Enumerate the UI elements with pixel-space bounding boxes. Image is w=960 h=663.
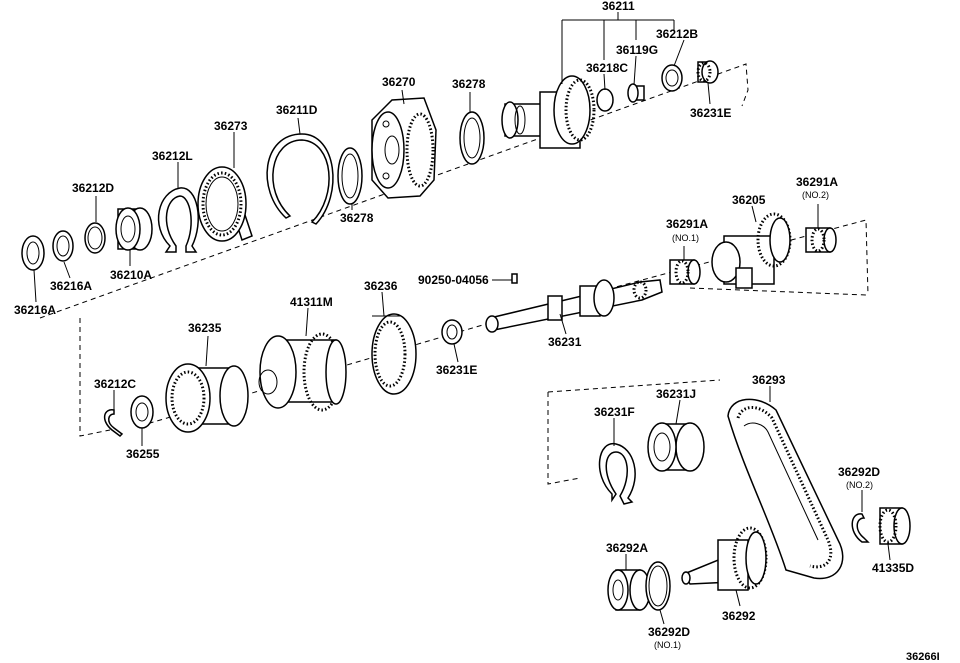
part-41335D-bearing[interactable] [878, 507, 911, 545]
label-41335D[interactable]: 41335D [872, 561, 914, 575]
label-36236[interactable]: 36236 [364, 279, 398, 293]
part-36278-thrust-washer-top[interactable] [459, 111, 485, 165]
label-36292D-no2[interactable]: 36292D [838, 465, 880, 479]
label-36212D[interactable]: 36212D [72, 181, 114, 195]
part-36205-drive-sprocket[interactable] [711, 212, 792, 289]
label-36273[interactable]: 36273 [214, 119, 248, 133]
part-36212B-ring[interactable] [661, 64, 683, 92]
label-36119G[interactable]: 36119G [616, 43, 658, 57]
label-36292[interactable]: 36292 [722, 609, 756, 623]
sublabel-36291A-no2: (NO.2) [802, 190, 829, 200]
part-36273-ring-gear[interactable] [197, 166, 253, 242]
part-36278-thrust-washer-bottom[interactable] [337, 147, 363, 205]
label-36231E-mid[interactable]: 36231E [436, 363, 477, 377]
part-36210A-bearing[interactable] [115, 207, 153, 251]
label-36292A[interactable]: 36292A [606, 541, 648, 555]
label-36216A-a[interactable]: 36216A [50, 279, 92, 293]
part-36292A-bearing[interactable] [607, 569, 651, 611]
part-36216A-washer-a[interactable] [21, 235, 45, 271]
part-36291A-no2-needle-bearing[interactable] [805, 227, 837, 253]
part-36231E-needle-bearing-top[interactable] [696, 60, 719, 84]
label-36231J[interactable]: 36231J [656, 387, 696, 401]
part-36293-drive-chain[interactable] [727, 398, 844, 580]
label-36211D[interactable]: 36211D [276, 103, 318, 117]
part-36231F-snap-ring[interactable] [598, 443, 636, 505]
label-36292D-no1[interactable]: 36292D [648, 625, 690, 639]
label-36218C[interactable]: 36218C [586, 61, 628, 75]
diagram-ref-code: 36266I [906, 651, 940, 663]
label-36212L[interactable]: 36212L [152, 149, 193, 163]
part-36119G-bushing[interactable] [627, 83, 645, 103]
part-36292D-no1-snap-ring[interactable] [645, 561, 671, 611]
part-36292D-no2-snap-ring[interactable] [851, 513, 870, 543]
label-36205[interactable]: 36205 [732, 193, 766, 207]
part-36255-ring[interactable] [130, 395, 154, 429]
part-36291A-no1-needle-bearing[interactable] [669, 259, 701, 285]
sublabel-36291A-no1: (NO.1) [672, 233, 699, 243]
part-36212C-snap-ring[interactable] [103, 409, 124, 437]
label-36231[interactable]: 36231 [548, 335, 582, 349]
label-36255[interactable]: 36255 [126, 447, 160, 461]
part-labels: 36211 36212B 36119G 36218C 36231E 36270 … [14, 0, 940, 663]
label-36216A-b[interactable]: 36216A [14, 303, 56, 317]
label-36278-top[interactable]: 36278 [452, 77, 486, 91]
label-36293[interactable]: 36293 [752, 373, 786, 387]
label-36212B[interactable]: 36212B [656, 27, 698, 41]
label-36235[interactable]: 36235 [188, 321, 222, 335]
part-90250-04056-ball[interactable] [511, 273, 518, 284]
leader-lines [33, 12, 891, 625]
sublabel-36292D-no1: (NO.1) [654, 640, 681, 650]
label-36211[interactable]: 36211 [602, 0, 635, 13]
part-36236-sleeve-ring[interactable] [371, 313, 417, 395]
part-36211D-snap-ring[interactable] [266, 133, 334, 225]
label-36278-bottom[interactable]: 36278 [340, 211, 374, 225]
label-36231F[interactable]: 36231F [594, 405, 635, 419]
label-36231E-top[interactable]: 36231E [690, 106, 731, 120]
part-36212L-snap-ring[interactable] [157, 187, 199, 253]
label-90250-04056[interactable]: 90250-04056 [418, 273, 489, 287]
part-36270-planetary-carrier[interactable] [371, 97, 437, 199]
part-36218C-ring[interactable] [596, 88, 614, 112]
sublabel-36292D-no2: (NO.2) [846, 480, 873, 490]
part-36231-output-shaft[interactable] [485, 279, 663, 333]
part-36211-sun-gear-shaft[interactable] [501, 75, 596, 149]
part-41311M-sleeve[interactable] [258, 332, 347, 412]
part-36216A-washer-b[interactable] [52, 230, 74, 262]
label-36291A-no2[interactable]: 36291A [796, 175, 838, 189]
label-36291A-no1[interactable]: 36291A [666, 217, 708, 231]
part-36231J-bearing[interactable] [647, 422, 705, 472]
label-41311M[interactable]: 41311M [290, 295, 333, 309]
part-36292-driven-sprocket[interactable] [681, 526, 768, 591]
label-36210A[interactable]: 36210A [110, 268, 152, 282]
label-36212C[interactable]: 36212C [94, 377, 136, 391]
label-36270[interactable]: 36270 [382, 75, 416, 89]
part-36231E-needle-bearing-mid[interactable] [441, 319, 463, 345]
part-36212D-snap-ring[interactable] [84, 222, 106, 254]
part-36235-hub[interactable] [165, 363, 249, 433]
